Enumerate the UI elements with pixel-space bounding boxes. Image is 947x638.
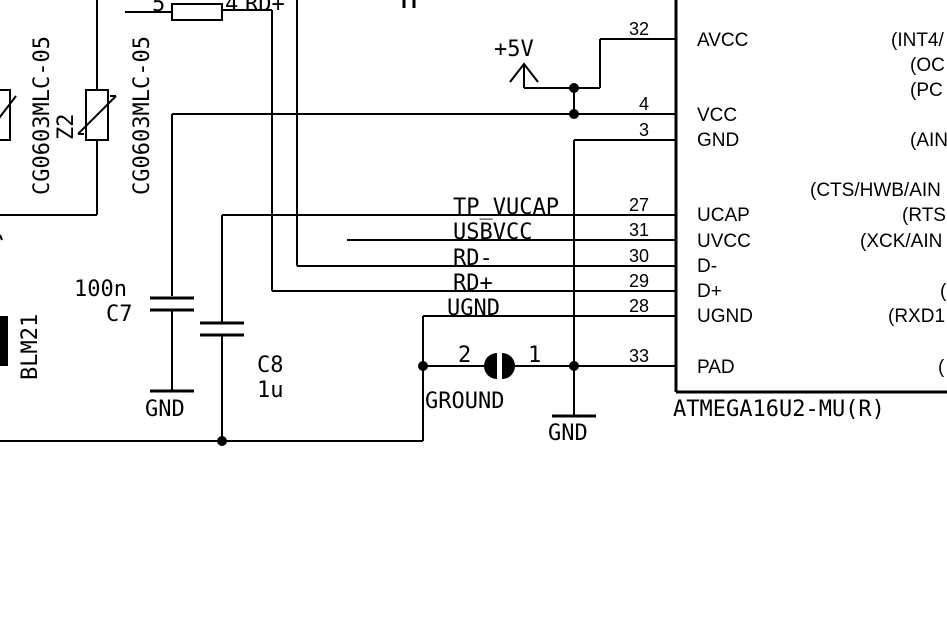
pin-number-vcc: 4 [639, 94, 649, 114]
pin-name-vcc: VCC [697, 105, 737, 126]
chip-part-name: ATMEGA16U2-MU(R) [673, 397, 885, 422]
wire-fragment [0, 234, 3, 241]
ferrite-name: BLM21 [18, 314, 43, 380]
gnd-chip-label: GND [548, 421, 588, 446]
net-label-tp-vucap: TP_VUCAP [453, 195, 559, 220]
pin-name-d-minus: D- [697, 256, 717, 277]
net-label-ugnd: UGND [447, 296, 500, 321]
pin-number-ugnd: 28 [629, 296, 649, 316]
net-label-rd-plus-top: RD+ [245, 0, 285, 17]
right-pin-label-8: ( [940, 281, 947, 302]
pin-name-gnd: GND [697, 130, 739, 151]
capacitor-c7[interactable] [150, 296, 194, 393]
right-pin-label-5: (CTS/HWB/AIN [810, 180, 941, 201]
jumper-name: GROUND [425, 389, 504, 414]
chip-atmega16u2[interactable] [674, 0, 947, 394]
ugnd-net-wire [0, 316, 424, 442]
varistor-z2[interactable] [0, 0, 117, 216]
c8-value: 1u [257, 378, 284, 403]
varistor-right-name: CG0603MLC-05 [130, 36, 155, 195]
right-pin-label-7: (XCK/AIN [860, 231, 942, 252]
junction-dot [569, 83, 579, 93]
c7-name: C7 [106, 302, 133, 327]
pin-number-uvcc: 31 [629, 220, 649, 240]
gnd-net-wire [552, 140, 596, 418]
c8-name: C8 [257, 353, 284, 378]
pin-name-d-plus: D+ [697, 281, 722, 302]
right-pin-label-1: (INT4/ [891, 30, 945, 51]
net-label-rd-minus: RD- [453, 246, 493, 271]
net-label-rd-plus: RD+ [453, 271, 493, 296]
right-pin-label-10: ( [938, 357, 945, 378]
plus5v-supply-symbol [509, 39, 601, 114]
capacitor-c8[interactable] [200, 215, 244, 441]
partial-symbol-mark [402, 0, 416, 8]
pin-number-gnd: 3 [639, 120, 649, 140]
pin-number-pad: 33 [629, 346, 649, 366]
pin-name-ugnd: UGND [697, 306, 753, 327]
ferrite-blm21[interactable] [0, 316, 8, 366]
pin-name-pad: PAD [697, 357, 735, 378]
right-pin-label-6: (RTS [902, 205, 946, 226]
varistor-left-name: CG0603MLC-05 [30, 36, 55, 195]
pin-number-ucap: 27 [629, 195, 649, 215]
gnd-c7-label: GND [145, 397, 185, 422]
varistor-left[interactable] [0, 89, 17, 141]
net-label-usbvcc: USBVCC [453, 220, 532, 245]
jumper-pin-2: 2 [458, 343, 471, 368]
pin-name-avcc: AVCC [697, 30, 748, 51]
c7-value: 100n [74, 277, 127, 302]
pin-number-d-minus: 30 [629, 246, 649, 266]
pin-name-uvcc: UVCC [697, 231, 751, 252]
junction-dot [569, 109, 579, 119]
resistor-pin-right: 4 [225, 0, 238, 17]
right-pin-label-3: (PC [910, 80, 943, 101]
junction-dot [569, 361, 579, 371]
right-pin-label-2: (OC [910, 55, 945, 76]
vcc-net-wire [171, 113, 574, 296]
right-pin-label-4: (AIN [910, 130, 947, 151]
pin-number-d-plus: 29 [629, 271, 649, 291]
jumper-pin-1: 1 [528, 343, 541, 368]
pin-name-ucap: UCAP [697, 205, 750, 226]
plus5v-label: +5V [494, 37, 534, 62]
rd-net-wires [222, 0, 298, 291]
z2-name: Z2 [54, 114, 79, 141]
pin-number-avcc: 32 [629, 19, 649, 39]
solder-jumper-ground[interactable] [423, 353, 515, 379]
resistor-top[interactable] [125, 3, 223, 21]
right-pin-label-9: (RXD1 [888, 306, 945, 327]
resistor-pin-left: 5 [152, 0, 165, 17]
